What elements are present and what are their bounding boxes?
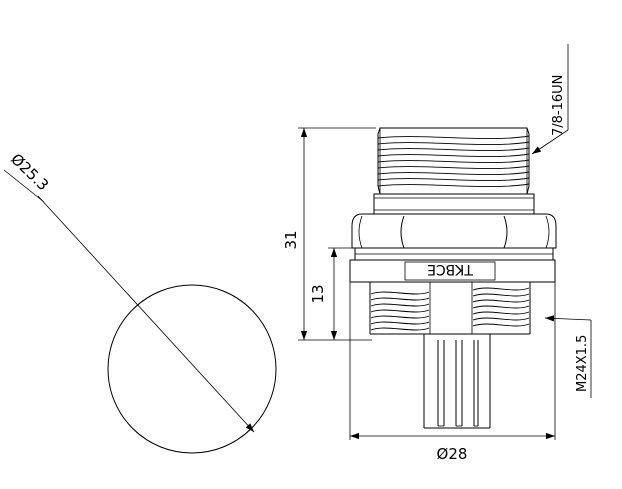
height-total-label: 31: [282, 230, 300, 249]
circle-diameter-leader: [37, 195, 255, 433]
flange: TKBCE: [349, 259, 556, 283]
lower-body: [369, 282, 531, 335]
hex-nut: [351, 213, 557, 249]
upper-thread-lines: [377, 135, 530, 188]
connector-view: TKBCE: [349, 127, 557, 429]
width-bottom-label: Ø28: [437, 445, 468, 463]
circle-diameter-label: Ø25.3: [7, 150, 52, 194]
upper-thread: [377, 127, 530, 195]
lower-thread-right: [472, 287, 530, 327]
height-lower-label: 13: [309, 284, 327, 303]
callout-thread-top: 7/8-16UN: [531, 44, 569, 155]
lower-thread-left: [370, 291, 430, 331]
circle-view: Ø25.3: [3, 150, 277, 454]
thread-bottom-label: M24X1.5: [575, 335, 590, 392]
thread-top-label: 7/8-16UN: [551, 75, 566, 136]
circle-outline: [107, 284, 277, 454]
pins: [423, 334, 491, 429]
brand-label: TKBCE: [427, 261, 474, 277]
neck: [373, 193, 535, 215]
dimension-lower-height: 13: [309, 247, 352, 340]
callout-thread-bottom: M24X1.5: [544, 315, 592, 398]
dimension-total-height: 31: [282, 127, 376, 341]
dimension-bottom-width: Ø28: [349, 282, 556, 463]
circle-diameter-underline: [3, 169, 45, 203]
